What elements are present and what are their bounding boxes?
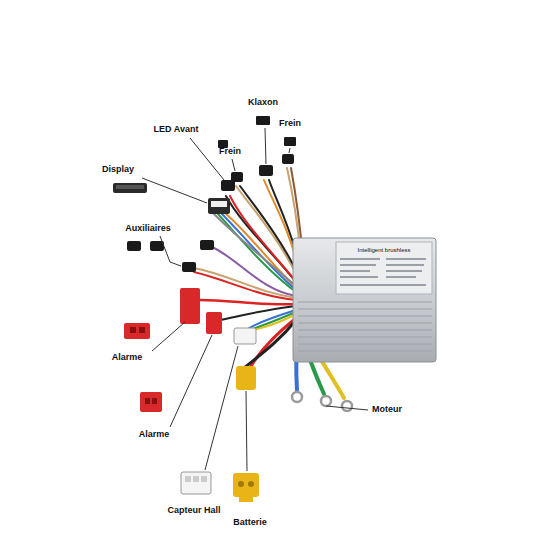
controller-label: Intelligent brushless bbox=[357, 247, 410, 254]
leader-line bbox=[142, 128, 368, 471]
alarm-connector bbox=[124, 288, 222, 412]
display-connector bbox=[211, 201, 227, 207]
part-label: LED Avant bbox=[154, 125, 199, 135]
connector bbox=[182, 154, 294, 272]
part-label: Frein bbox=[219, 147, 241, 157]
part-label: Frein bbox=[279, 119, 301, 129]
part-label: Moteur bbox=[372, 405, 402, 415]
part-label: Capteur Hall bbox=[167, 506, 220, 516]
display-connector-icon bbox=[113, 183, 147, 193]
part-label: Alarme bbox=[139, 430, 170, 440]
part-label: Display bbox=[102, 165, 134, 175]
display-connector bbox=[208, 198, 230, 214]
part-label: Batterie bbox=[233, 518, 267, 528]
part-label: Klaxon bbox=[248, 98, 278, 108]
part-label: Auxiliaires bbox=[125, 224, 171, 234]
ring-terminal bbox=[292, 392, 352, 411]
battery-connector bbox=[233, 366, 259, 502]
part-label: Alarme bbox=[112, 353, 143, 363]
hall-connector bbox=[181, 328, 256, 494]
controller-housing bbox=[293, 238, 436, 362]
